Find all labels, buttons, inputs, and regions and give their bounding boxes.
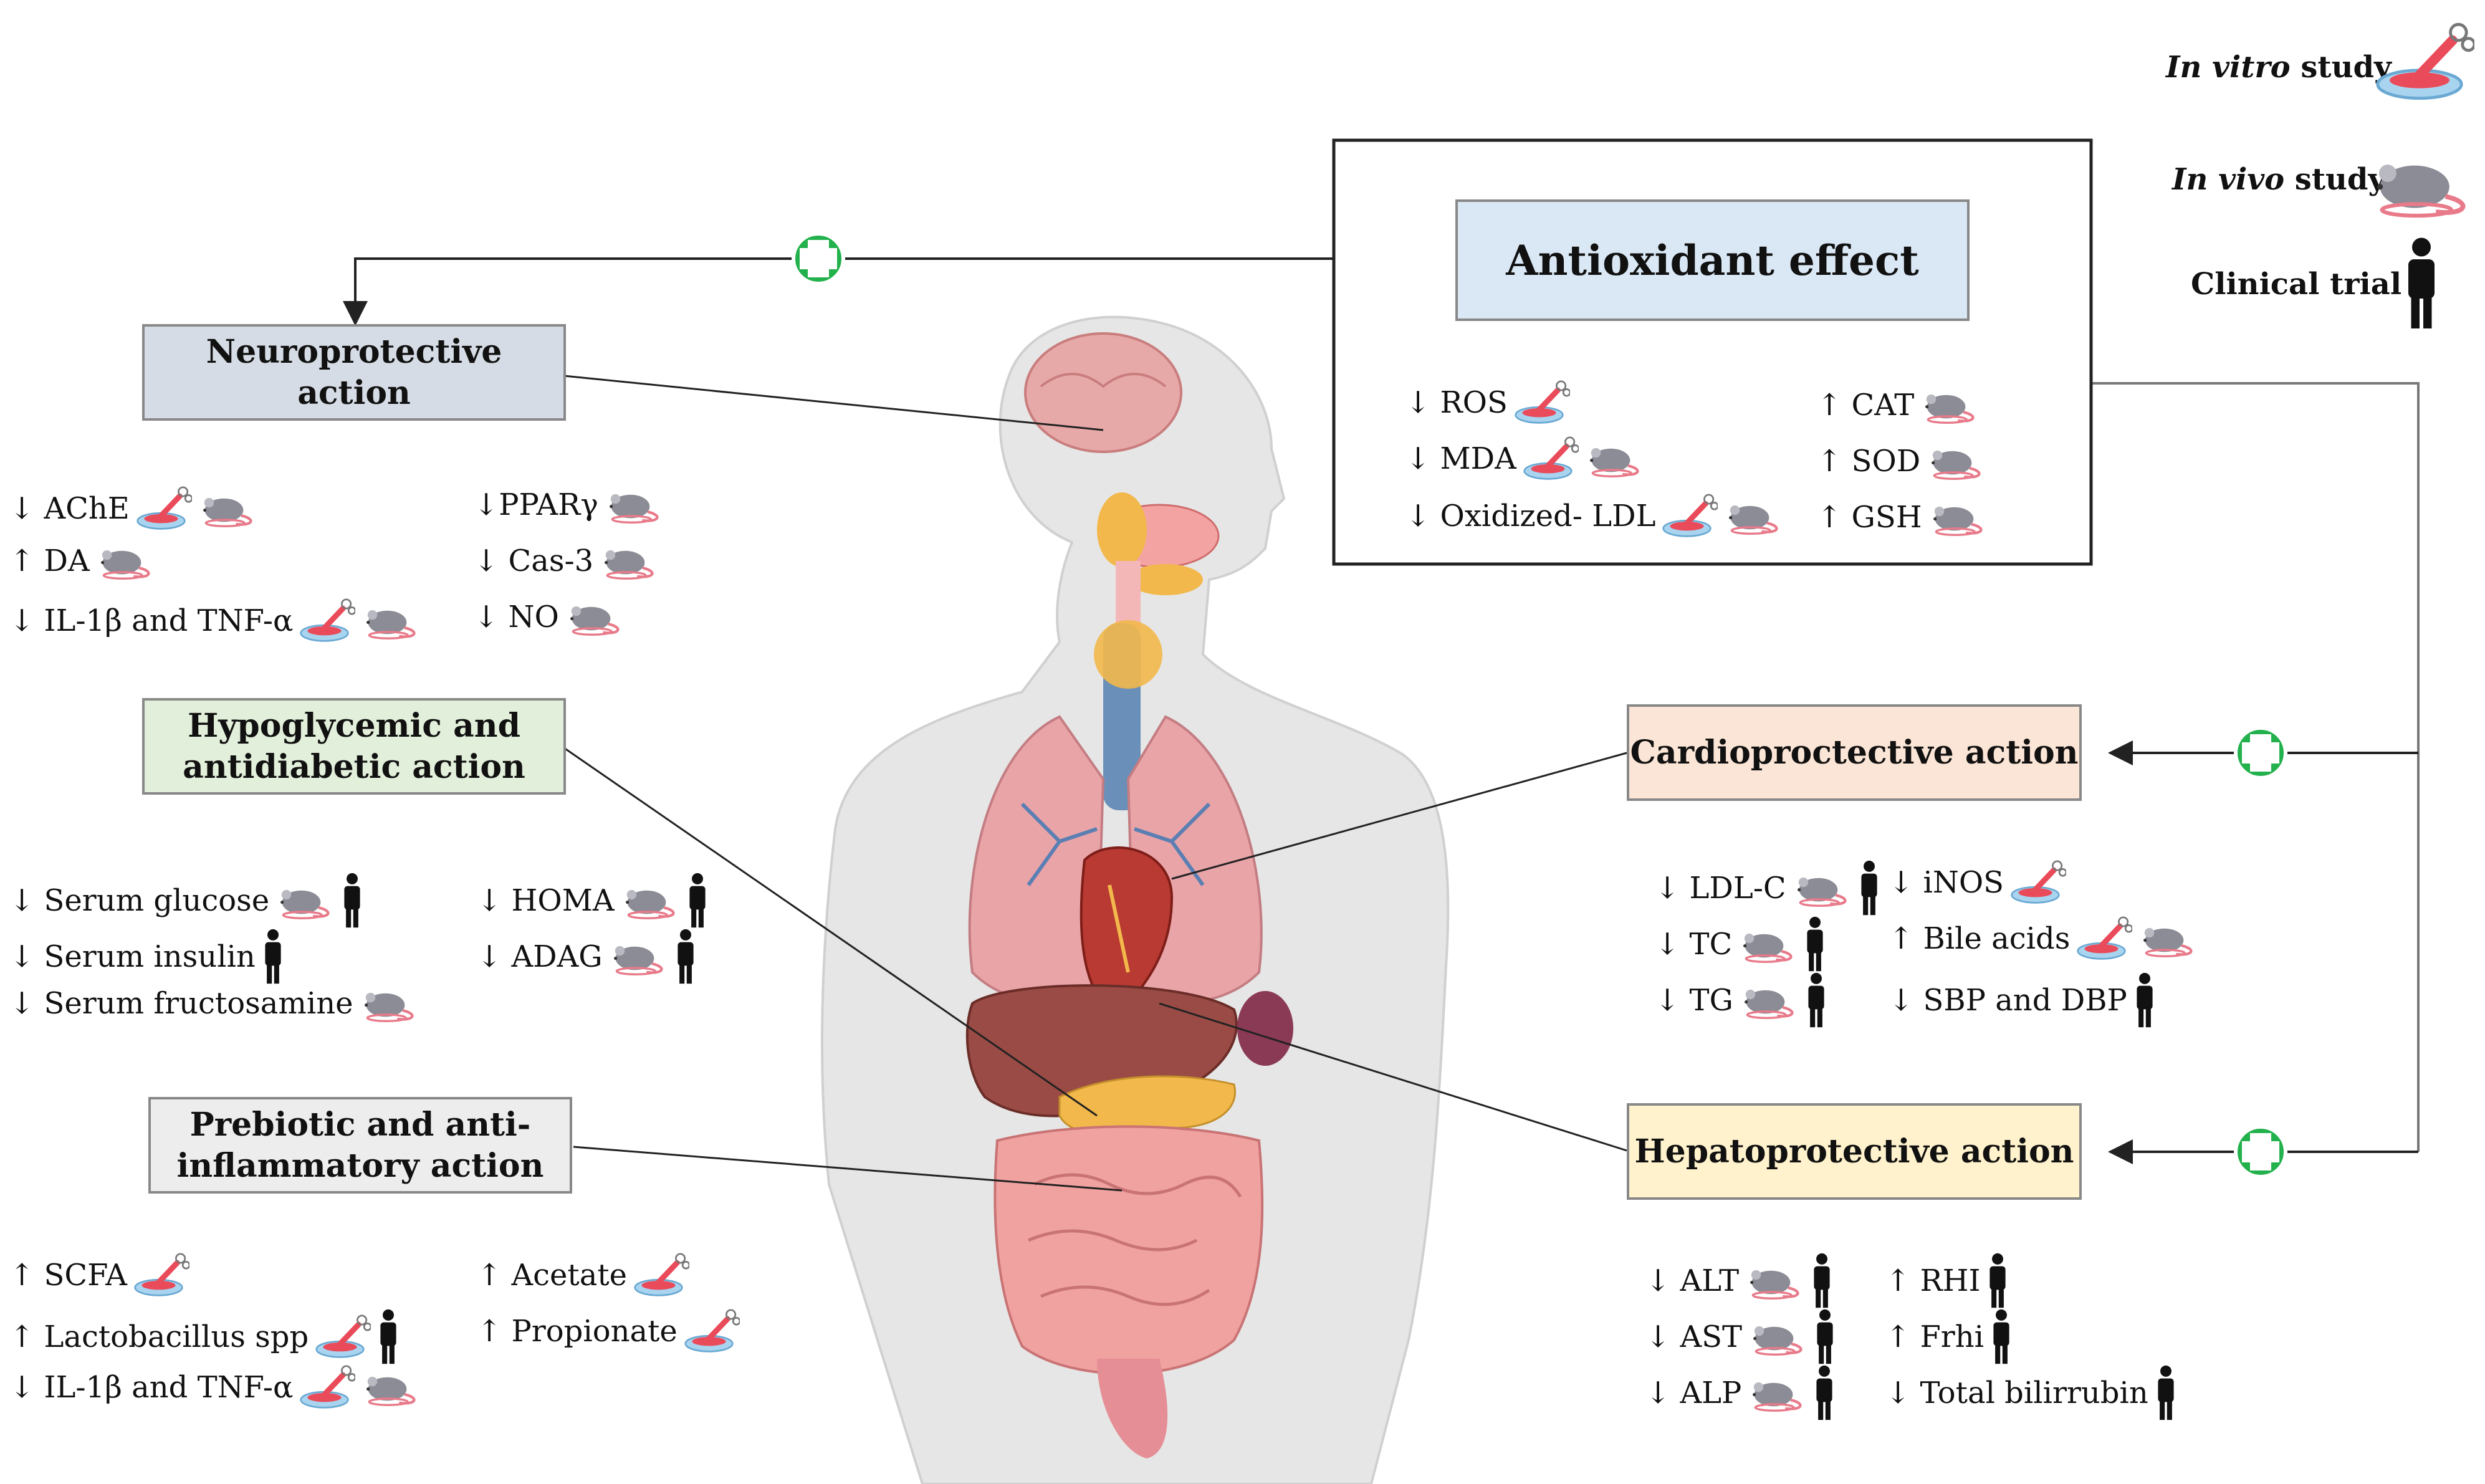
- hepato-item: ↓ ALP: [1645, 1365, 1836, 1421]
- hypoglycemic-title: Hypoglycemic and antidiabetic action: [142, 698, 566, 795]
- neuro-item: ↓ IL-1β and TNF-α: [9, 598, 421, 643]
- antioxidant-title: Antioxidant effect: [1455, 199, 1970, 321]
- hepato-item: ↑ Frhi: [1885, 1309, 2013, 1365]
- antioxidant-item: ↓ Oxidized- LDL: [1405, 494, 1783, 539]
- cardio-item: ↓ iNOS: [1889, 860, 2066, 905]
- hepato-item: ↓ Total bilirrubin: [1885, 1365, 2177, 1421]
- neuro-item: ↓PPARγ: [474, 486, 664, 524]
- human-body-illustration: [821, 315, 1450, 1484]
- hepatoprotective-title: Hepatoprotective action: [1627, 1103, 2082, 1200]
- antioxidant-frame: [1332, 138, 2093, 566]
- antioxidant-item: ↑ CAT: [1817, 386, 1980, 424]
- hepato-item: ↓ AST: [1645, 1309, 1836, 1365]
- cardio-item: ↓ TG: [1655, 972, 1827, 1028]
- cardio-item: ↑ Bile acids: [1889, 916, 2198, 961]
- hepato-item: ↓ ALT: [1645, 1253, 1833, 1309]
- prebiotic-title-line1: Prebiotic and anti-: [189, 1105, 531, 1144]
- cardioprotective-title: Cardioproctective action: [1627, 704, 2082, 801]
- legend-in-vitro: In vitro study: [2166, 50, 2392, 85]
- prebiotic-item: ↓ IL-1β and TNF-α: [9, 1365, 421, 1410]
- legend-clinical: Clinical trial: [2191, 267, 2402, 302]
- antioxidant-item: ↓ ROS: [1405, 380, 1570, 425]
- plus-icon: [792, 232, 845, 285]
- neuro-item: ↑ DA: [9, 542, 155, 580]
- hypoglycemic-title-line2: antidiabetic action: [183, 747, 525, 786]
- hypoglycemic-title-line1: Hypoglycemic and: [188, 706, 520, 745]
- cardio-item: ↓ SBP and DBP: [1889, 972, 2156, 1028]
- neuroprotective-title: Neuroprotective action: [142, 324, 566, 421]
- neuro-item: ↓ NO: [474, 598, 625, 636]
- hepato-item: ↑ RHI: [1885, 1253, 2009, 1309]
- antioxidant-item: ↓ MDA: [1405, 436, 1644, 481]
- hypo-item: ↓ ADAG: [477, 929, 697, 985]
- prebiotic-item: ↑ Lactobacillus spp: [9, 1309, 400, 1365]
- prebiotic-item: ↑ Acetate: [477, 1253, 689, 1298]
- prebiotic-title: Prebiotic and anti- inflammatory action: [148, 1097, 572, 1194]
- plus-icon: [2234, 726, 2287, 780]
- prebiotic-item: ↑ Propionate: [477, 1309, 740, 1354]
- prebiotic-title-line2: inflammatory action: [176, 1146, 544, 1185]
- in-vivo-mouse-icon: [2368, 150, 2474, 218]
- antioxidant-item: ↑ GSH: [1817, 499, 1988, 536]
- in-vitro-dish-icon: [2375, 12, 2474, 112]
- legend-in-vivo: In vivo study: [2172, 162, 2386, 197]
- hypo-item: ↓ HOMA: [477, 873, 709, 929]
- leader-lines: [563, 375, 1627, 1192]
- cardio-item: ↓ TC: [1655, 916, 1826, 972]
- neuro-item: ↓ AChE: [9, 486, 257, 531]
- prebiotic-item: ↑ SCFA: [9, 1253, 189, 1298]
- clinical-person-icon: [2403, 231, 2440, 337]
- hypo-item: ↓ Serum fructosamine: [9, 985, 419, 1022]
- hypo-item: ↓ Serum insulin: [9, 929, 284, 985]
- hypo-item: ↓ Serum glucose: [9, 873, 363, 929]
- neuro-item: ↓ Cas-3: [474, 542, 659, 580]
- cardio-item: ↓ LDL-C: [1655, 860, 1880, 916]
- plus-icon: [2234, 1125, 2287, 1179]
- antioxidant-item: ↑ SOD: [1817, 443, 1986, 480]
